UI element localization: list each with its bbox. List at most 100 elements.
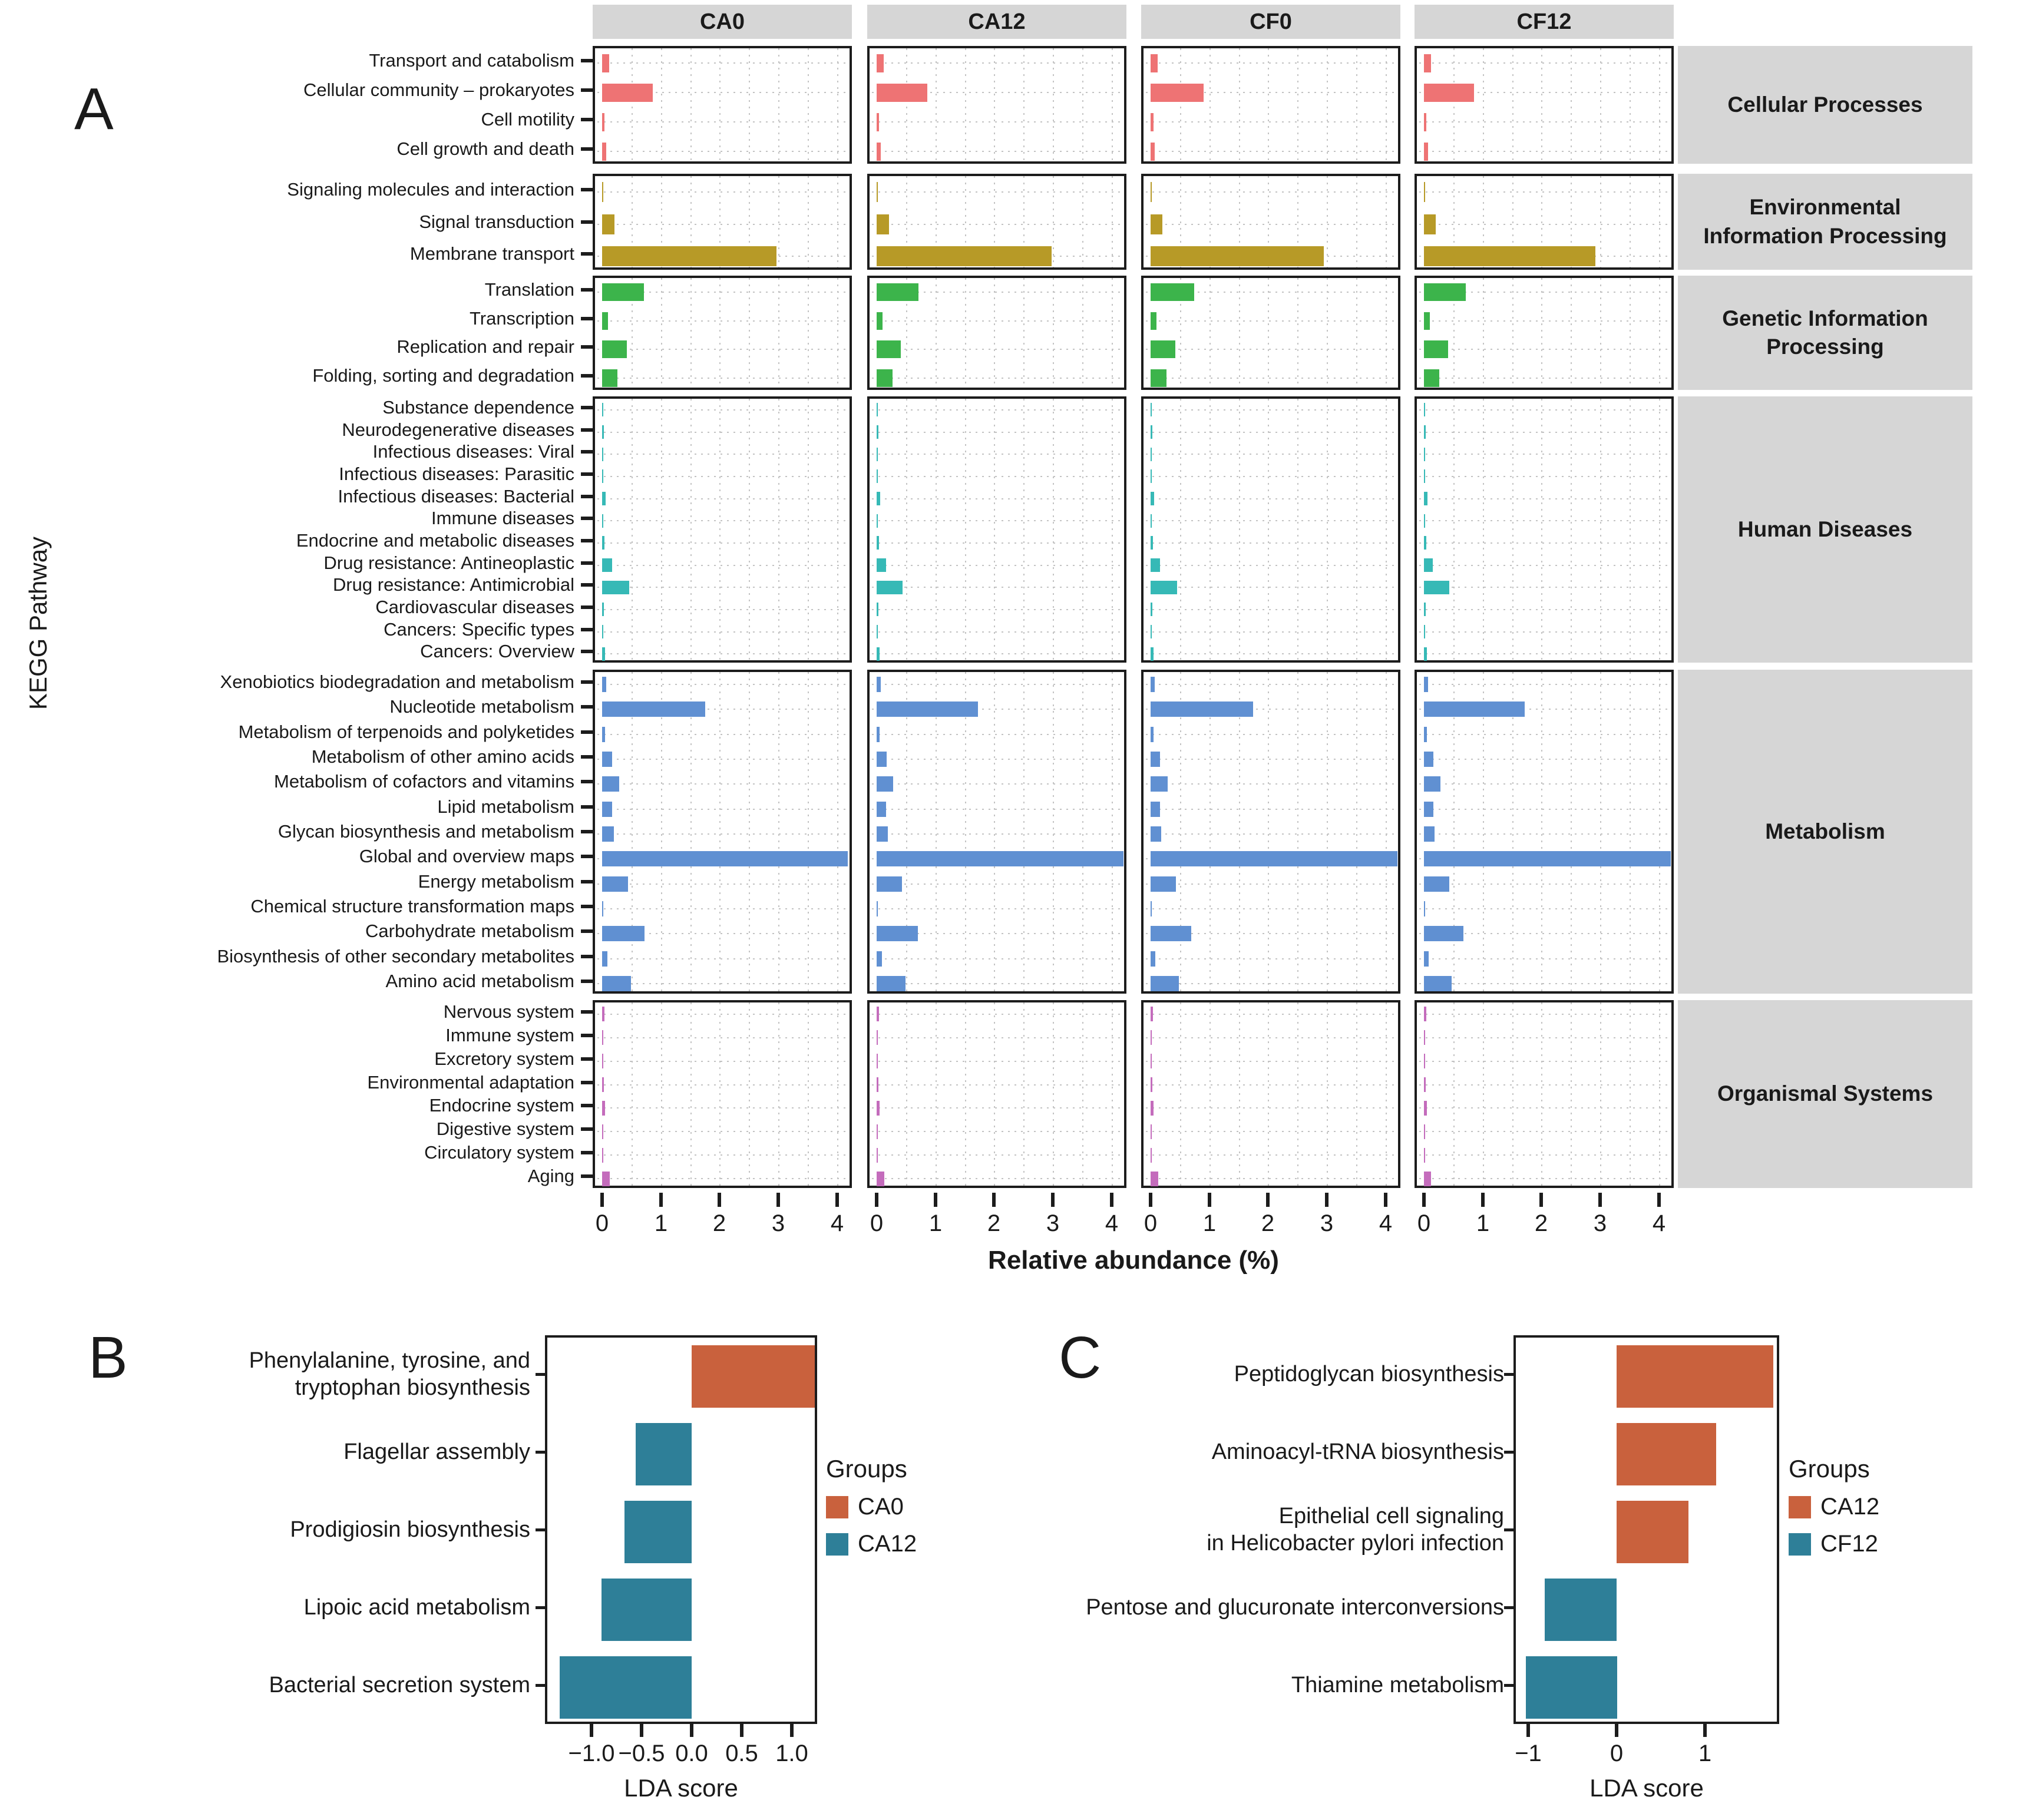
gridline bbox=[872, 983, 1122, 984]
facet-panel bbox=[1415, 1000, 1674, 1188]
gridline bbox=[1419, 1107, 1669, 1108]
gridline bbox=[597, 709, 847, 710]
bar bbox=[1424, 558, 1433, 572]
gridline bbox=[749, 672, 750, 991]
row-label: Drug resistance: Antimicrobial bbox=[332, 574, 574, 595]
lda-plot bbox=[1513, 1335, 1779, 1724]
gridline bbox=[872, 1178, 1122, 1179]
bar bbox=[1424, 84, 1474, 102]
y-axis-tick bbox=[581, 1010, 593, 1014]
y-axis-tick bbox=[581, 1081, 593, 1084]
row-label: Endocrine system bbox=[429, 1095, 574, 1116]
gridline bbox=[632, 48, 633, 161]
bar bbox=[1424, 214, 1436, 234]
row-label: Infectious diseases: Parasitic bbox=[339, 464, 574, 484]
bar bbox=[877, 625, 878, 638]
bar bbox=[602, 448, 603, 461]
gridline bbox=[1053, 1002, 1054, 1186]
bar bbox=[1424, 425, 1426, 439]
x-axis-tick bbox=[992, 1193, 996, 1207]
bar bbox=[1424, 752, 1433, 767]
gridline bbox=[597, 542, 847, 544]
bar bbox=[1151, 901, 1152, 916]
bar bbox=[1151, 603, 1152, 616]
x-tick-label: 0 bbox=[595, 1210, 609, 1236]
bar bbox=[877, 1148, 878, 1163]
gridline bbox=[808, 672, 809, 991]
gridline bbox=[597, 734, 847, 735]
gridline bbox=[872, 92, 1122, 93]
bar bbox=[1545, 1579, 1617, 1641]
gridline bbox=[1419, 378, 1669, 379]
bar bbox=[1151, 647, 1154, 661]
y-axis-tick bbox=[581, 147, 593, 151]
facet-panel bbox=[1141, 174, 1400, 270]
row-label: Signaling molecules and interaction bbox=[287, 179, 574, 200]
gridline bbox=[1268, 176, 1269, 267]
gridline bbox=[837, 278, 838, 388]
gridline bbox=[1512, 176, 1513, 267]
gridline bbox=[749, 1002, 750, 1186]
gridline bbox=[872, 292, 1122, 293]
bar bbox=[1424, 1007, 1426, 1021]
x-tick-label: 2 bbox=[987, 1210, 1001, 1236]
gridline bbox=[1327, 176, 1328, 267]
panel-b-letter: B bbox=[88, 1325, 128, 1391]
gridline bbox=[1023, 176, 1025, 267]
bar bbox=[1151, 514, 1152, 528]
gridline bbox=[1146, 684, 1396, 685]
y-axis-tick bbox=[581, 472, 593, 476]
gridline bbox=[994, 399, 995, 660]
gridline bbox=[1209, 1002, 1211, 1186]
facet-column-strip: CA12 bbox=[867, 5, 1126, 39]
bar bbox=[877, 976, 906, 991]
bar bbox=[1424, 1172, 1431, 1186]
legend-item: CA0 bbox=[826, 1494, 917, 1520]
gridline bbox=[1146, 62, 1396, 64]
bar bbox=[877, 312, 883, 330]
bar bbox=[1151, 246, 1324, 266]
bar bbox=[1151, 492, 1154, 505]
gridline bbox=[1146, 1131, 1396, 1132]
row-label: Metabolism of other amino acids bbox=[311, 746, 574, 767]
bar bbox=[1151, 1007, 1153, 1021]
legend-groups-b: Groups CA0 CA12 bbox=[826, 1455, 917, 1557]
gridline bbox=[872, 62, 1122, 64]
facet-row-strip: Organismal Systems bbox=[1678, 1000, 1972, 1188]
x-tick-label: −1 bbox=[1515, 1740, 1542, 1766]
x-tick-label: 1 bbox=[1202, 1210, 1217, 1236]
bar bbox=[602, 926, 645, 941]
y-axis-tick bbox=[581, 583, 593, 587]
bar bbox=[1424, 976, 1452, 991]
facet-panel bbox=[867, 670, 1126, 994]
gridline bbox=[1268, 399, 1269, 660]
bar bbox=[602, 727, 605, 742]
row-label: Environmental adaptation bbox=[367, 1072, 574, 1093]
gridline bbox=[1146, 908, 1396, 909]
gridline bbox=[661, 176, 662, 267]
gridline bbox=[749, 48, 750, 161]
gridline bbox=[1146, 1178, 1396, 1179]
bar bbox=[877, 536, 879, 550]
gridline bbox=[1419, 476, 1669, 477]
bar bbox=[1151, 214, 1162, 234]
gridline bbox=[597, 983, 847, 984]
bar bbox=[1151, 536, 1153, 550]
row-label: Digestive system bbox=[436, 1119, 574, 1139]
gridline bbox=[1356, 278, 1357, 388]
gridline bbox=[597, 1178, 847, 1179]
bar bbox=[877, 214, 889, 234]
y-axis-tick bbox=[581, 59, 593, 62]
gridline bbox=[1082, 399, 1083, 660]
gridline bbox=[597, 1061, 847, 1062]
gridline bbox=[872, 709, 1122, 710]
bar bbox=[877, 369, 893, 387]
gridline bbox=[1146, 1037, 1396, 1038]
facet-row-strip: Cellular Processes bbox=[1678, 46, 1972, 164]
gridline bbox=[597, 1154, 847, 1156]
gridline bbox=[1356, 176, 1357, 267]
gridline bbox=[690, 672, 692, 991]
gridline bbox=[597, 409, 847, 411]
gridline bbox=[1630, 176, 1631, 267]
